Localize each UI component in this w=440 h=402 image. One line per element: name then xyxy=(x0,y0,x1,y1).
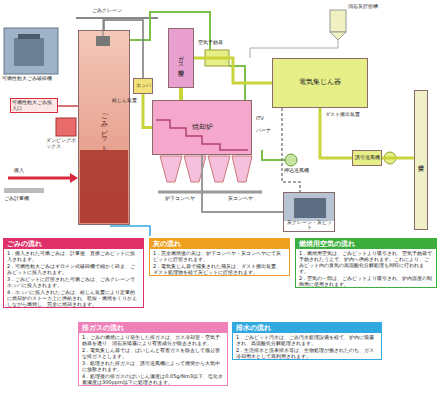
part-label: バーナ xyxy=(256,128,276,134)
equipment-name: 焼却炉 xyxy=(192,124,213,132)
part-label: 押込送風機 xyxy=(284,168,316,174)
ash-pit: 灰クレーン・灰ピット xyxy=(283,192,335,232)
crusher-photo xyxy=(4,28,58,74)
induced-draft-fan: 誘引送風機 xyxy=(352,150,382,166)
panel-item: 2．生活排水と洗車排水等は、生物処理が施されたのち、ガス冷却用水として再利用され… xyxy=(233,346,381,359)
panel-heading: 排水の流れ xyxy=(233,323,381,333)
lime-silo xyxy=(330,10,346,32)
crane-bucket xyxy=(96,36,110,46)
forced-draft-fan xyxy=(285,154,297,166)
panel-item: 3．処理された排ガスは、誘引送風機によって煙突から大気中に放散されます。 xyxy=(79,359,227,372)
flow-pipe xyxy=(202,155,283,212)
panel-heading: 灰の流れ xyxy=(150,239,289,249)
panel-item: 2．電気集じん器で捕集された飛灰は、ダスト搬出装置、ダスト処理物を経て灰ピットに… xyxy=(150,262,289,275)
crusher-machine xyxy=(14,38,44,66)
part-label: 搬入 xyxy=(14,168,34,174)
air-preheater xyxy=(205,50,229,66)
part-label: 灰コンベヤ xyxy=(228,196,264,202)
panel-item: 1．搬入された可燃ごみは、計量後、直接ごみピットに投入されます。 xyxy=(4,249,143,262)
equipment-name: 灰クレーン・灰ピット xyxy=(284,221,334,231)
weighbridge xyxy=(4,188,44,193)
flow-panel: 排ガスの流れ1．ごみの燃焼により発生した排ガスは、ガス冷却室・空気予熱器を通り、… xyxy=(78,322,228,386)
panel-item: 1．燃焼用空気は、ごみピットより吸引され、空気予熱器で予熱されたうえで、炉内へ供… xyxy=(296,249,436,274)
equipment-name: ホッパ xyxy=(136,83,151,89)
ash-hopper xyxy=(232,156,252,182)
chimney: 煙突 xyxy=(414,90,428,230)
part-label: 可燃性粗大ごみ投入口 xyxy=(10,98,58,113)
panel-heading: 排ガスの流れ xyxy=(79,323,227,333)
part-label: ダスト搬出装置 xyxy=(325,112,365,118)
panel-item: 1．ごみピット汚水は、ごみ汚水処理設備を経て、炉内に噴霧され、高温酸化分解処理さ… xyxy=(233,333,381,346)
flow-pipe xyxy=(104,20,143,78)
panel-heading: 燃焼用空気の流れ xyxy=(296,239,436,249)
ash-pit-photo xyxy=(294,198,326,218)
crane-cable xyxy=(103,18,104,36)
arrow-head xyxy=(70,173,78,183)
lime-silo-cone xyxy=(330,32,346,40)
incinerator: 焼却炉 xyxy=(152,100,252,155)
flow-panel: ごみの流れ1．搬入された可燃ごみは、計量後、直接ごみピットに投入されます。2．可… xyxy=(3,238,144,308)
panel-item: 1．完全燃焼後の灰は、炉下コンベヤ・灰コンベヤにて灰ピットに貯留されます。 xyxy=(150,249,289,262)
part-label: 炉下コンベヤ xyxy=(165,196,205,202)
equipment-name: 電気集じん器 xyxy=(299,79,341,87)
panel-item: 1．ごみの燃焼により発生した排ガスは、ガス冷却室・空気予熱器を通り、消石灰噴霧に… xyxy=(79,333,227,346)
part-label: ごみクレーン xyxy=(92,8,132,14)
stoker-grate xyxy=(156,120,248,150)
part-label: ITV xyxy=(256,116,272,122)
stored-waste xyxy=(80,150,128,223)
lime-line xyxy=(250,40,338,58)
flow-panel: 燃焼用空気の流れ1．燃焼用空気は、ごみピットより吸引され、空気予熱器で予熱された… xyxy=(295,238,437,288)
flow-pipe xyxy=(179,88,183,100)
panel-heading: ごみの流れ xyxy=(4,239,143,249)
flow-pipe xyxy=(320,108,352,158)
panel-item: 3．ごみピットに貯留された可燃ごみは、ごみクレーンでホッパに投入されます。 xyxy=(4,275,143,288)
part-label: ダンピングボックス xyxy=(46,138,80,149)
dumping-box xyxy=(56,118,76,136)
ash-hopper xyxy=(208,156,230,182)
panel-item: 2．電気集じん器では、ばいじんと有害ガスを除去して低公害な排ガスとします。 xyxy=(79,346,227,359)
crane-rail xyxy=(76,17,158,19)
air-duct xyxy=(229,66,245,100)
flow-pipe xyxy=(382,157,414,160)
panel-item: 2．可燃性粗大ごみはギロチン式破砕機で細かく砕き、ごみピットに投入されます。 xyxy=(4,262,143,275)
flow-pipe xyxy=(143,94,152,128)
panel-item: 4．処理後の排ガスのばいじん濃度は0.05g/Nm3以下、塩化水素濃度は300p… xyxy=(79,372,227,385)
crusher-top xyxy=(18,34,40,39)
ash-hopper xyxy=(184,156,206,182)
part-label: 可燃性粗大ごみ破砕機 xyxy=(2,76,64,82)
equipment-name: ガス冷却室 xyxy=(178,51,185,65)
waste-pit: ごみピット xyxy=(78,30,130,225)
panel-item: 4．ホッパに投入されたごみは、給じん装置により定量的に焼却炉のストーカ上に供給さ… xyxy=(4,288,143,307)
part-label: ごみ計量機 xyxy=(4,196,40,202)
equipment-name: ごみピット xyxy=(100,108,108,148)
carry-in-arrow xyxy=(8,177,70,180)
part-label: 消石灰貯留槽 xyxy=(348,4,388,10)
part-label: 空気予熱器 xyxy=(198,40,238,46)
flow-panel: 排水の流れ1．ごみピット汚水は、ごみ汚水処理設備を経て、炉内に噴霧され、高温酸化… xyxy=(232,322,382,360)
under-furnace-conveyor xyxy=(158,191,262,194)
water-line xyxy=(110,226,150,236)
equipment-name: 誘引送風機 xyxy=(355,156,380,161)
furnace-grate xyxy=(80,18,326,223)
electrostatic-precipitator: 電気集じん器 xyxy=(272,58,368,108)
panel-item: 2．空気の一部は、ごみピットより吸引され、炉内温度の制御用に使用されます。 xyxy=(296,274,436,287)
gas-cooling-chamber: ガス冷却室 xyxy=(168,28,194,88)
flow-pipe xyxy=(194,58,272,83)
flow-panel: 灰の流れ1．完全燃焼後の灰は、炉下コンベヤ・灰コンベヤにて灰ピットに貯留されます… xyxy=(149,238,290,276)
ash-hopper xyxy=(160,156,182,182)
dust-line xyxy=(282,108,300,192)
induced-fan-casing xyxy=(384,152,396,164)
hopper: ホッパ xyxy=(133,78,153,94)
part-label: 給じん装置 xyxy=(112,98,142,104)
